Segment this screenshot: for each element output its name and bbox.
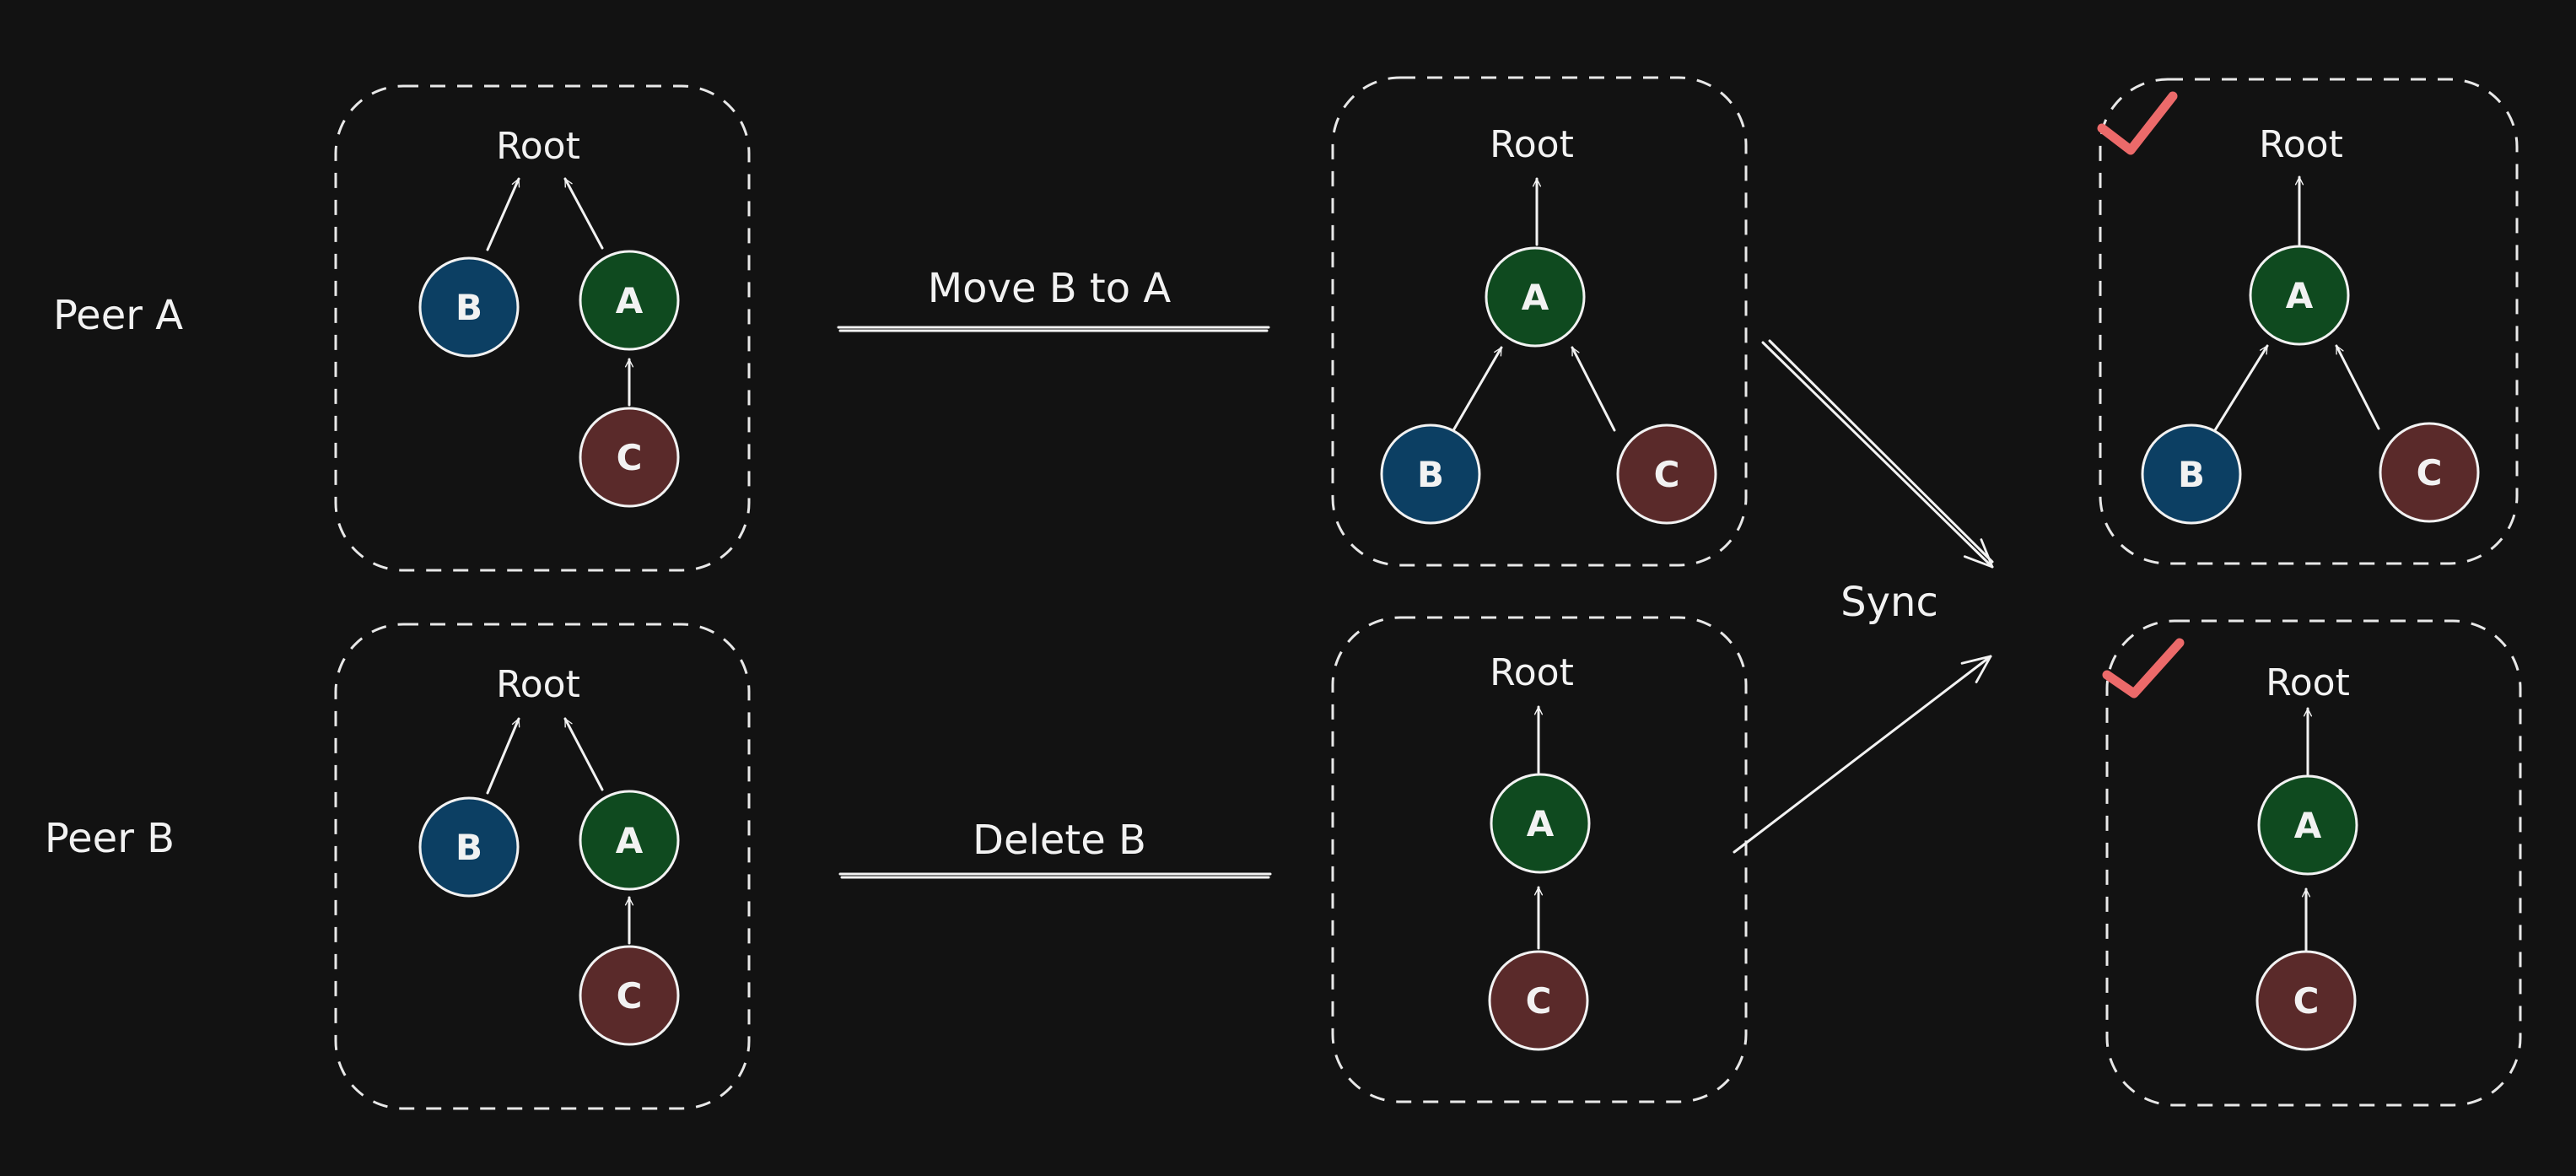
svg-text:A: A [1527,803,1555,844]
root-label: Root [2266,661,2350,704]
peer-a-label: Peer A [53,292,183,339]
node-c: C [1616,423,1717,525]
node-b: B [418,256,520,358]
peer-b-label: Peer B [45,815,175,862]
sync-arrows: Sync [1733,339,1994,854]
root-label: Root [496,125,580,168]
svg-text:B: B [1417,454,1444,495]
root-label: Root [1490,123,1574,166]
check-icon [2102,638,2185,699]
node-c: C [2255,950,2357,1051]
svg-text:C: C [1526,980,1552,1022]
tree-frame [2105,619,2522,1107]
peer-a-initial-tree: Root B A C [334,84,751,572]
node-c: C [579,945,680,1046]
svg-text:B: B [455,287,482,328]
node-a: A [2257,774,2358,876]
peer-a-final-tree: Root A B C [2097,78,2519,565]
operation-label: Delete B [973,817,1146,864]
node-c: C [579,407,680,508]
svg-text:A: A [2286,275,2314,316]
node-a: A [579,790,680,891]
svg-text:C: C [1654,454,1680,495]
operation-move-b-to-a: Move B to A [837,265,1270,332]
peer-b-initial-tree: Root B A C [334,623,751,1110]
tree-frame [334,623,751,1110]
node-a: A [2249,245,2350,346]
node-b: B [2141,423,2242,525]
svg-text:A: A [1522,277,1549,318]
tree-frame [2099,78,2519,565]
node-a: A [1490,773,1591,874]
root-label: Root [2259,123,2343,166]
check-icon [2097,91,2178,155]
svg-text:A: A [616,280,644,321]
tree-frame [1331,616,1748,1103]
svg-text:C: C [2417,452,2443,494]
operation-label: Move B to A [928,265,1172,312]
sync-label: Sync [1840,579,1938,626]
svg-text:C: C [2293,980,2320,1022]
svg-text:C: C [617,437,643,478]
node-b: B [1380,423,1481,525]
svg-text:C: C [617,975,643,1017]
peer-a-after-move-tree: Root A B C [1331,76,1748,567]
node-a: A [579,250,680,351]
node-a: A [1485,246,1586,348]
svg-text:B: B [455,827,482,868]
node-b: B [418,796,520,898]
node-c: C [2379,422,2480,523]
root-label: Root [1490,651,1574,694]
node-c: C [1488,950,1589,1051]
operation-delete-b: Delete B [838,817,1272,879]
tree-frame [1331,76,1748,567]
peer-b-final-tree: Root A C [2102,619,2522,1107]
root-label: Root [496,663,580,706]
tree-frame [334,84,751,572]
peer-b-after-delete-tree: Root A C [1331,616,1748,1103]
svg-text:B: B [2178,454,2205,495]
svg-text:A: A [2294,805,2322,846]
svg-text:A: A [616,820,644,861]
